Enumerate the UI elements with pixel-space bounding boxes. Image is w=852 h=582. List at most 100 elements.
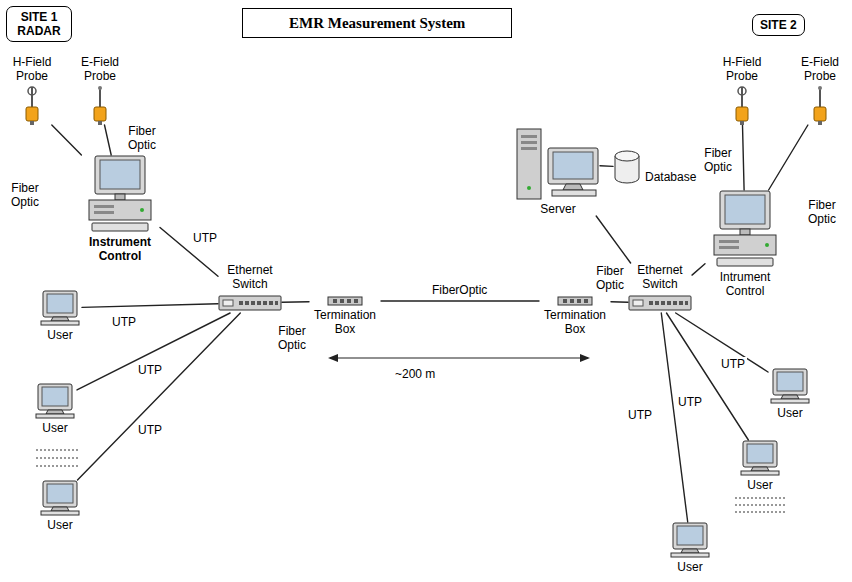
icon-part (36, 414, 74, 418)
node-label: H-Field Probe (718, 55, 766, 83)
node-label: Termination Box (539, 308, 611, 336)
user-workstation: User (738, 440, 782, 492)
icon-part (41, 511, 79, 515)
icon-part (94, 205, 114, 208)
database-icon (613, 150, 641, 184)
node-label: User (677, 560, 702, 574)
workstation-icon (38, 480, 82, 516)
cable-connector (52, 125, 82, 155)
icon-part (99, 87, 101, 109)
node-label: H-Field Probe (8, 55, 56, 83)
distance-line (330, 357, 588, 358)
user-workstation: User (768, 368, 812, 420)
cable-connector (692, 264, 705, 275)
cable-label: Fiber Optic (270, 324, 314, 352)
icon-part (719, 246, 739, 249)
icon-part (30, 121, 34, 125)
cable-label: UTP (191, 231, 219, 245)
workstation-icon (38, 290, 82, 326)
cable-label: UTP (136, 363, 164, 377)
site-label-box: SITE 1 RADAR (6, 6, 72, 42)
icon-part (773, 369, 807, 395)
user-workstation: User (38, 480, 82, 532)
cable-connector (381, 300, 539, 301)
icon-part (251, 301, 255, 305)
node-label: Server (540, 202, 575, 216)
icon-part (577, 299, 581, 303)
icon-part (725, 195, 765, 224)
icon-part (818, 121, 822, 125)
icon-part (771, 399, 809, 403)
icon-part (818, 86, 822, 90)
node-label: Termination Box (309, 308, 381, 336)
icon-part (51, 507, 69, 511)
node-label: Ethernet Switch (222, 263, 278, 291)
h-field-probe-icon (731, 85, 753, 125)
icon-part (781, 395, 799, 399)
icon-part (269, 301, 273, 305)
icon-part (328, 297, 362, 305)
switch-icon (218, 293, 282, 313)
probe-node: E-Field Probe (796, 55, 844, 125)
node-label: User (777, 406, 802, 420)
cable-connector (82, 304, 218, 308)
cable-label: FiberOptic (430, 283, 489, 297)
icon-part (223, 300, 233, 306)
probe-node: H-Field Probe (8, 55, 56, 125)
icon-part (51, 317, 69, 321)
icon-part (655, 301, 659, 305)
icon-part (41, 321, 79, 325)
cable-connector (600, 165, 613, 167)
icon-part (347, 299, 351, 303)
icon-part (94, 107, 106, 121)
icon-part (777, 372, 803, 391)
icon-part (819, 87, 821, 109)
icon-part (720, 191, 770, 229)
user-workstation: User (38, 290, 82, 342)
probe-node: E-Field Probe (76, 55, 124, 125)
node-label: E-Field Probe (796, 55, 844, 83)
icon-part (661, 301, 665, 305)
cable-connector (282, 301, 309, 303)
cable-connector (743, 125, 745, 190)
termination-box: Termination Box (309, 296, 381, 336)
cable-connector (105, 125, 112, 155)
icon-part (43, 291, 77, 317)
icon-part (633, 300, 643, 306)
more-users-dots (735, 497, 785, 498)
computer-icon (713, 190, 777, 268)
computer-node: Intrument Control (705, 190, 785, 298)
icon-part (570, 299, 574, 303)
icon-part (667, 301, 671, 305)
icon-part (517, 129, 541, 199)
workstation-icon (668, 522, 712, 558)
cable-label: Fiber Optic (120, 124, 164, 152)
cable-label: UTP (676, 395, 704, 409)
icon-part (553, 152, 593, 179)
distance-arrowhead (328, 354, 338, 362)
more-users-dots (36, 457, 78, 458)
icon-part (521, 141, 537, 144)
node-label: Instrument Control (80, 235, 160, 263)
e-field-probe-icon (89, 85, 111, 125)
icon-part (584, 299, 588, 303)
workstation-icon (738, 440, 782, 476)
cable-connector (676, 313, 768, 372)
icon-part (95, 156, 145, 194)
icon-part (42, 387, 68, 406)
icon-part (28, 87, 36, 95)
more-users-dots (36, 465, 78, 466)
e-field-probe-icon (809, 85, 831, 125)
icon-part (685, 301, 688, 305)
cable-connector (160, 228, 218, 277)
icon-part (740, 121, 744, 125)
icon-part (719, 240, 739, 243)
icon-part (765, 243, 769, 247)
more-users-dots (735, 511, 785, 512)
icon-part (747, 444, 773, 463)
server-icon (516, 128, 600, 200)
termination-box: Termination Box (539, 296, 611, 336)
